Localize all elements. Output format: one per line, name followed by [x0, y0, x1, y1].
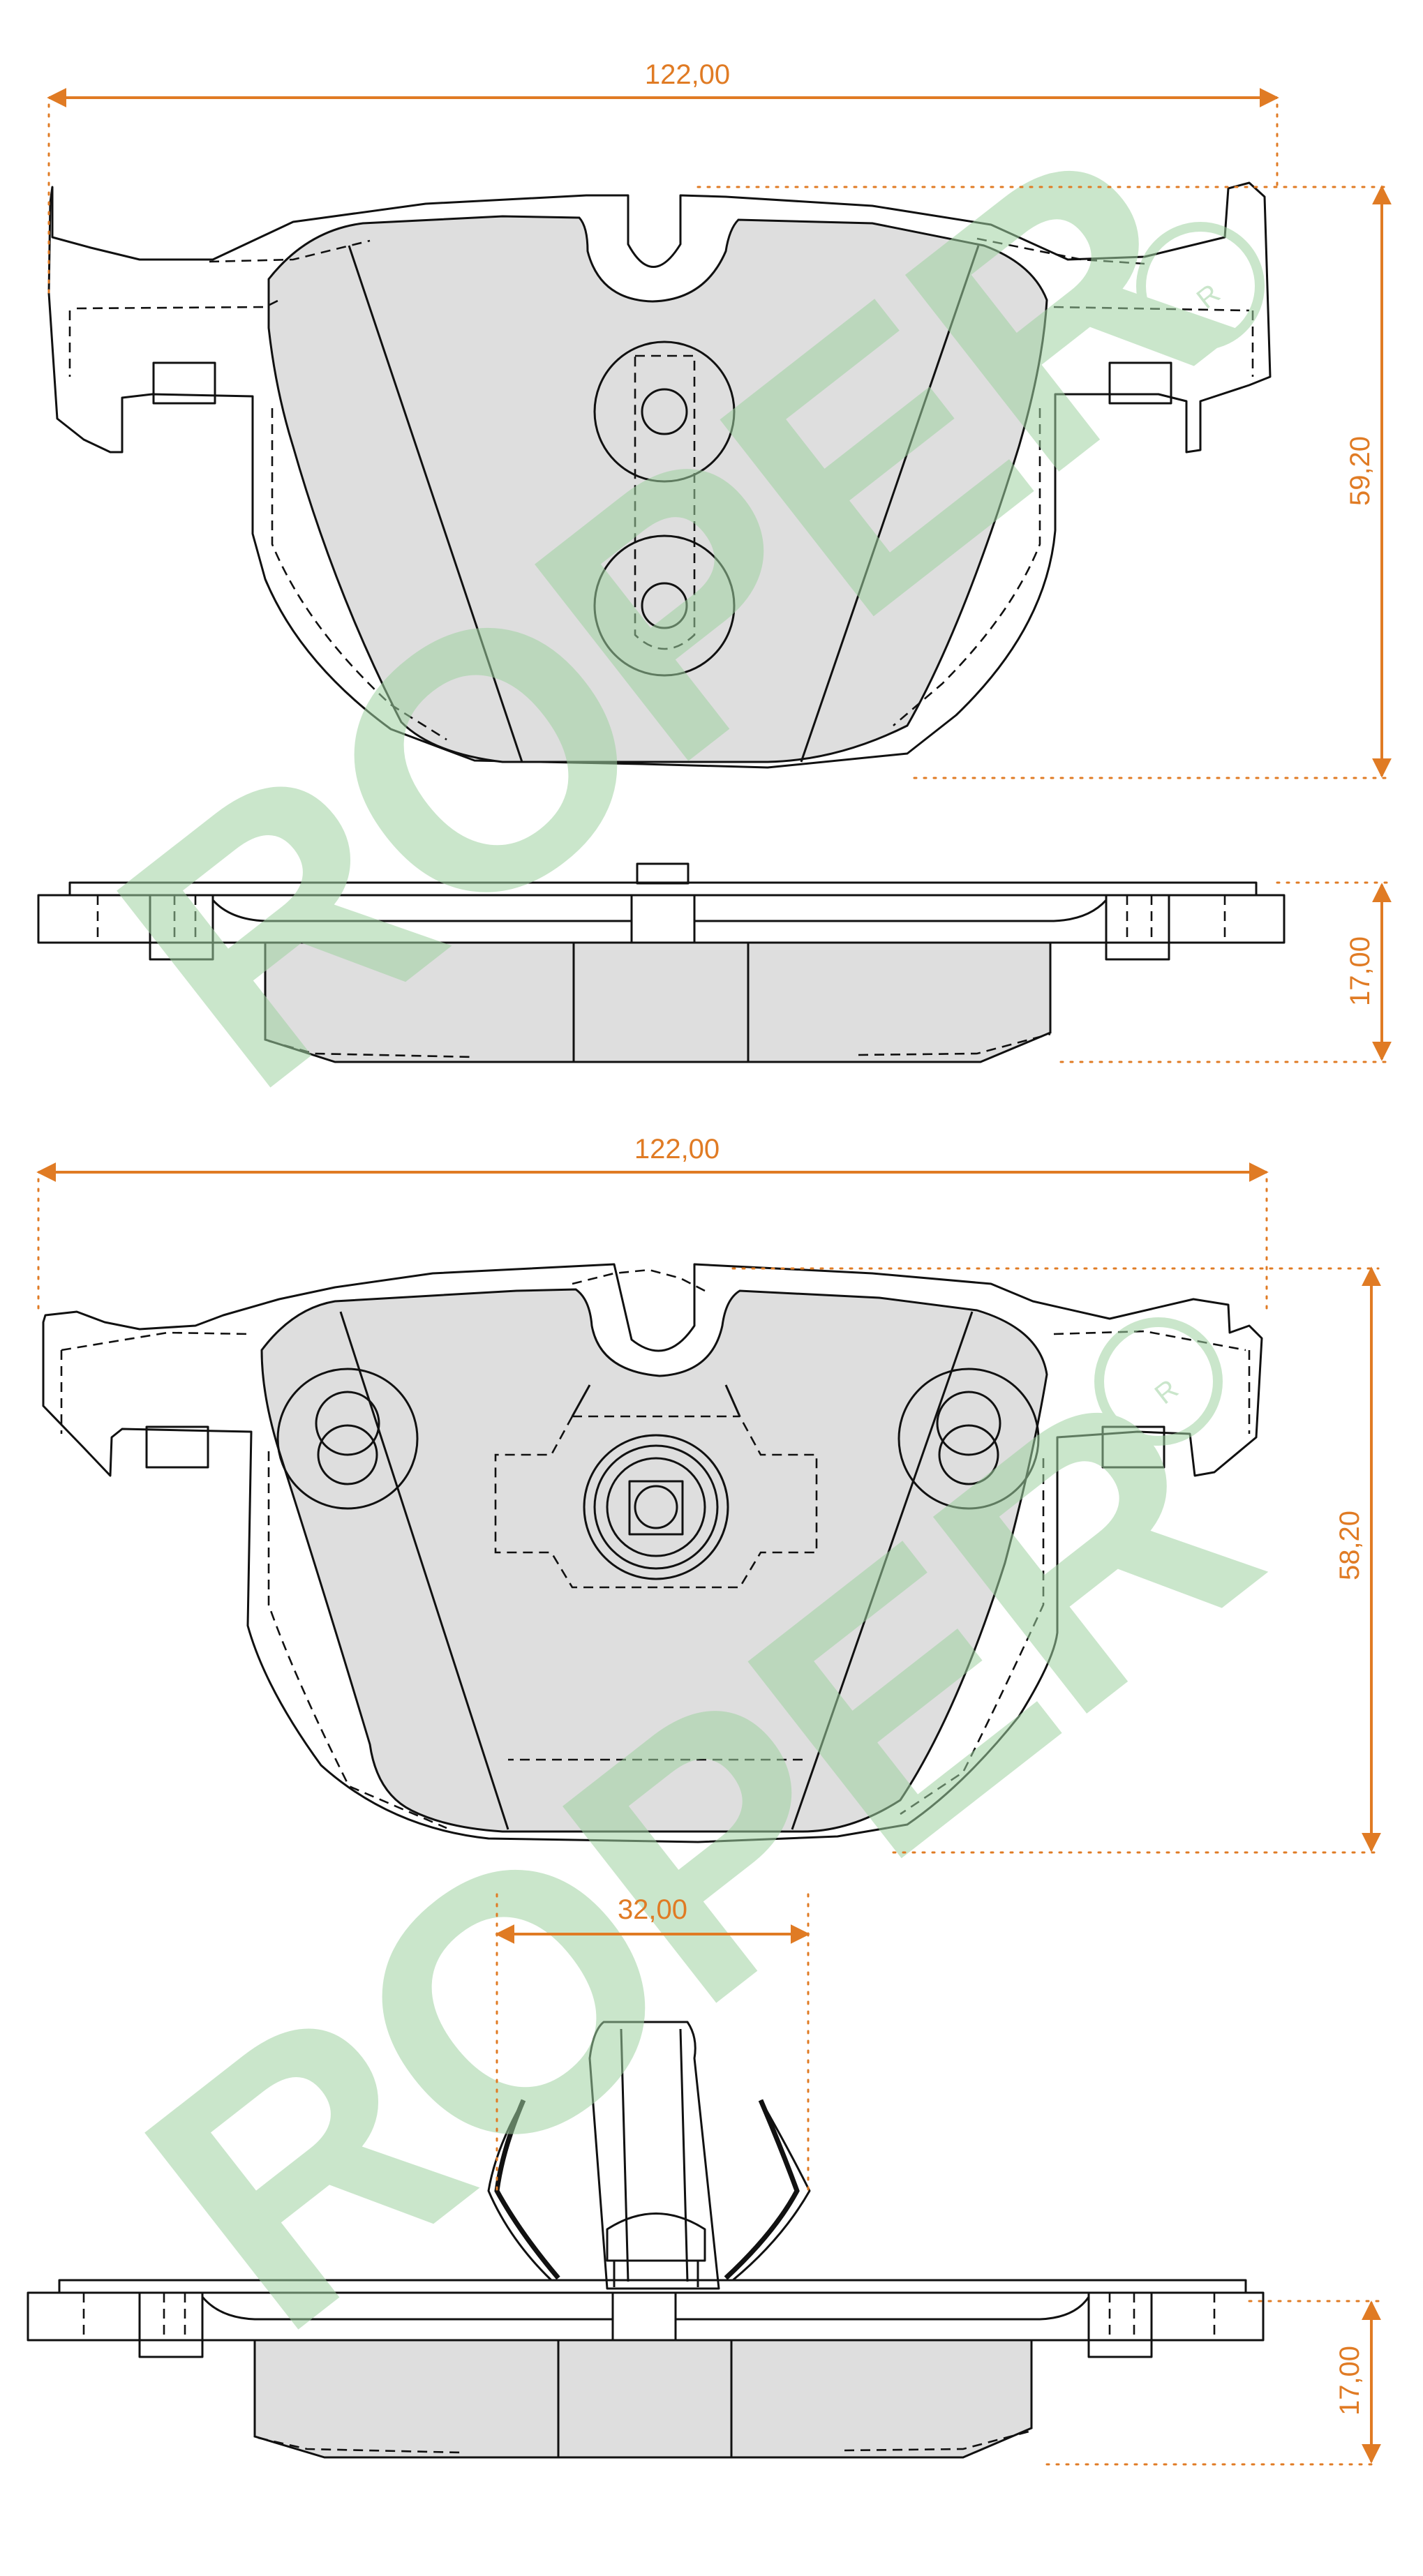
bottom-rivet-right-inner: [938, 1424, 999, 1485]
bottom-center-boss-outer: [583, 1434, 729, 1580]
dimension-top-thickness: 17,00: [1059, 881, 1392, 1063]
dimension-top-width: 122,00: [47, 59, 1279, 294]
bottom-clip-left: [145, 1425, 209, 1469]
bottom-rivet-right-outer: [897, 1368, 1040, 1510]
bottom-rivet-left-mid: [315, 1391, 380, 1456]
bottom-pad-front-view: [42, 1263, 1263, 1843]
top-width-label: 122,00: [645, 59, 730, 90]
top-pad-side-view: [37, 862, 1286, 1063]
dimension-bottom-thickness: 17,00: [1045, 2300, 1381, 2466]
top-clip-right: [1108, 361, 1172, 405]
dimension-bottom-sensor: 32,00: [495, 1893, 810, 2192]
bottom-thickness-label: 17,00: [1334, 2346, 1365, 2416]
top-pad-front-view: [47, 181, 1272, 769]
bottom-pad-side-view: [27, 2279, 1265, 2459]
top-rivet-lower-inner: [641, 582, 688, 629]
registered-mark-top: [1136, 222, 1265, 350]
top-rivet-upper-inner: [641, 388, 688, 435]
bottom-center-boss-inner: [593, 1444, 719, 1570]
bottom-width-label: 122,00: [634, 1134, 720, 1165]
dimension-bottom-height: 58,20: [731, 1266, 1381, 1854]
bottom-center-square: [628, 1480, 684, 1536]
top-clip-left: [152, 361, 216, 405]
top-rivet-upper-outer: [593, 340, 736, 483]
bottom-pad-sensor-view: [487, 2021, 811, 2290]
top-backing-plate-outline: [47, 181, 1272, 769]
wear-sensor-body: [588, 2021, 720, 2290]
bottom-side-friction-material: [253, 2339, 1033, 2459]
top-height-label: 59,20: [1345, 436, 1376, 506]
registered-mark-bottom: [1094, 1317, 1223, 1446]
bottom-backing-plate-outline: [42, 1263, 1263, 1843]
bottom-height-label: 58,20: [1334, 1511, 1365, 1580]
bottom-sensor-label: 32,00: [618, 1894, 687, 1925]
bottom-rivet-left-inner: [317, 1424, 378, 1485]
top-thickness-label: 17,00: [1345, 936, 1376, 1006]
bottom-friction-pad: [260, 1288, 1048, 1833]
bottom-rivet-right-mid: [936, 1391, 1001, 1456]
dimension-bottom-width: 122,00: [36, 1134, 1269, 1317]
bottom-clip-right: [1101, 1425, 1165, 1469]
top-friction-pad: [267, 215, 1048, 763]
bottom-rivet-left-outer: [276, 1368, 419, 1510]
dimension-top-height: 59,20: [696, 185, 1392, 779]
top-rivet-lower-outer: [593, 534, 736, 677]
top-side-friction-material: [264, 941, 1052, 1063]
registered-letter-bottom: R: [1149, 1374, 1184, 1410]
